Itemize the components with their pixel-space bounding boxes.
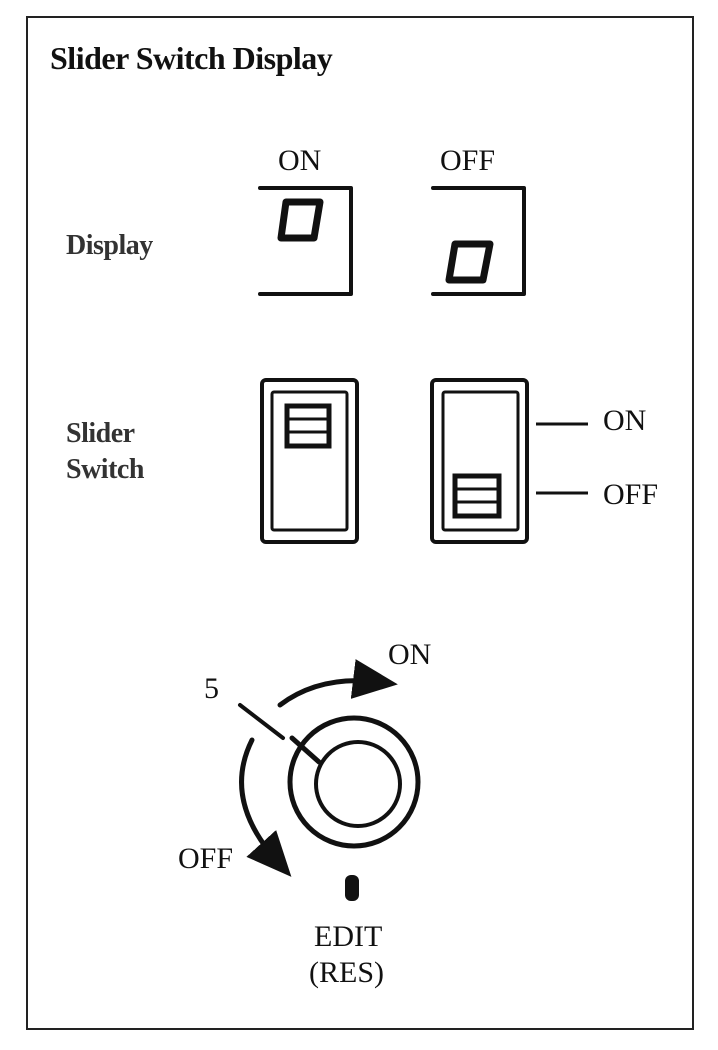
display-off-digit-icon [445,240,494,284]
slider-off-housing [430,378,529,544]
slider-on-knob-icon [284,403,332,449]
display-on-digit-icon [277,198,324,242]
display-off-bracket [431,186,526,296]
diagram-frame [26,16,694,1030]
display-on-bracket [258,186,353,296]
slider-on-marker-label: ON [603,404,647,437]
slider-off-marker-label: OFF [603,478,659,511]
dial-knob [287,715,421,849]
dial-on-arrow-icon [277,659,398,708]
dial-position-tick [238,703,285,740]
display-off-caption: OFF [440,144,496,177]
display-on-caption: ON [278,144,322,177]
diagram-title: Slider Switch Display [50,40,333,76]
dial-edit-indicator [345,875,359,901]
display-row-label: Display [66,230,153,261]
dial-off-arrow-icon [239,737,292,877]
dial-off-label: OFF [178,842,234,875]
dial-edit-label: EDIT [314,920,383,953]
slider-row-label-line1: Slider [66,418,135,449]
dial-number-label: 5 [204,672,219,705]
slider-on-housing [260,378,359,544]
dial-res-label: (RES) [309,956,384,989]
slider-off-knob-icon [452,473,502,519]
slider-row-label-line2: Switch [66,454,144,485]
